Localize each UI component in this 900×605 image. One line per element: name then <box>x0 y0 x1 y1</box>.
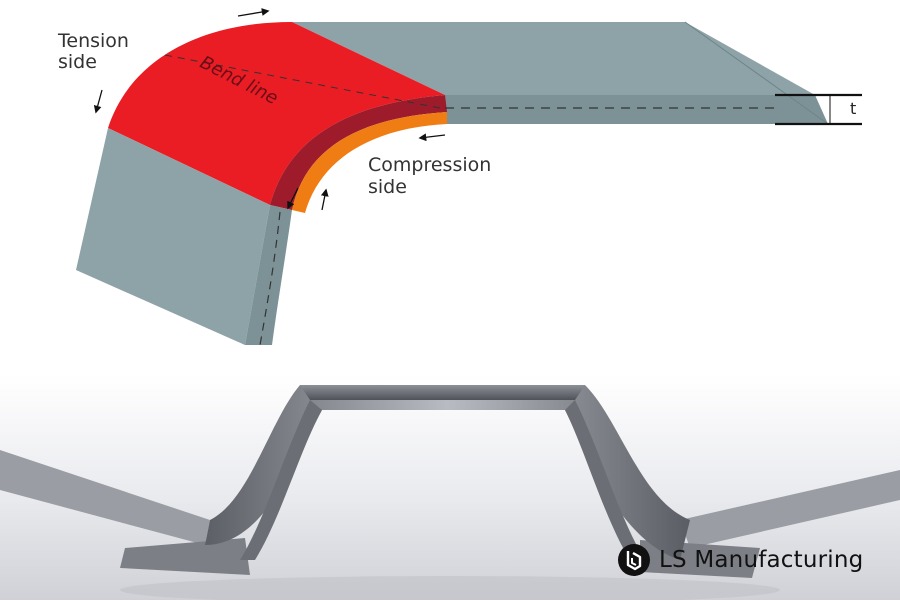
photo-hat-inner-right <box>565 400 645 560</box>
brand-name: LS Manufacturing <box>659 547 864 573</box>
tension-side-label-line1: Tension <box>58 30 129 52</box>
vertical-leg-face <box>76 128 270 345</box>
compression-side-label-line1: Compression <box>368 154 492 176</box>
photo-left-flange <box>0 450 210 545</box>
flat-plate-front-face <box>445 95 828 124</box>
compression-layer-orange <box>292 112 447 213</box>
flat-plate-top-face <box>292 22 815 95</box>
photo-right-flange <box>680 470 900 548</box>
tension-arrow-left <box>93 89 103 114</box>
photo-shadow <box>120 576 780 604</box>
thickness-label: t <box>850 99 857 118</box>
leg-dashed-line <box>259 211 281 346</box>
photo-left-flange-lower <box>120 538 250 575</box>
tension-side-label-line2: side <box>58 51 97 73</box>
plate-edge-line <box>684 21 829 125</box>
tension-arrow-top <box>237 8 270 17</box>
compression-arrow-bottom <box>320 188 329 211</box>
brand-watermark: LS Manufacturing <box>617 542 863 578</box>
ls-logo-icon <box>618 544 650 576</box>
vertical-leg-edge <box>245 205 292 345</box>
compression-arrow-inner <box>287 187 299 210</box>
photo-hat-top <box>300 385 585 400</box>
compression-arrow-right <box>418 133 446 142</box>
bend-inner-band <box>270 95 447 210</box>
compression-side-label-line2: side <box>368 176 407 198</box>
photo-hat-inner-left <box>240 400 322 560</box>
bend-region-red <box>108 22 445 205</box>
